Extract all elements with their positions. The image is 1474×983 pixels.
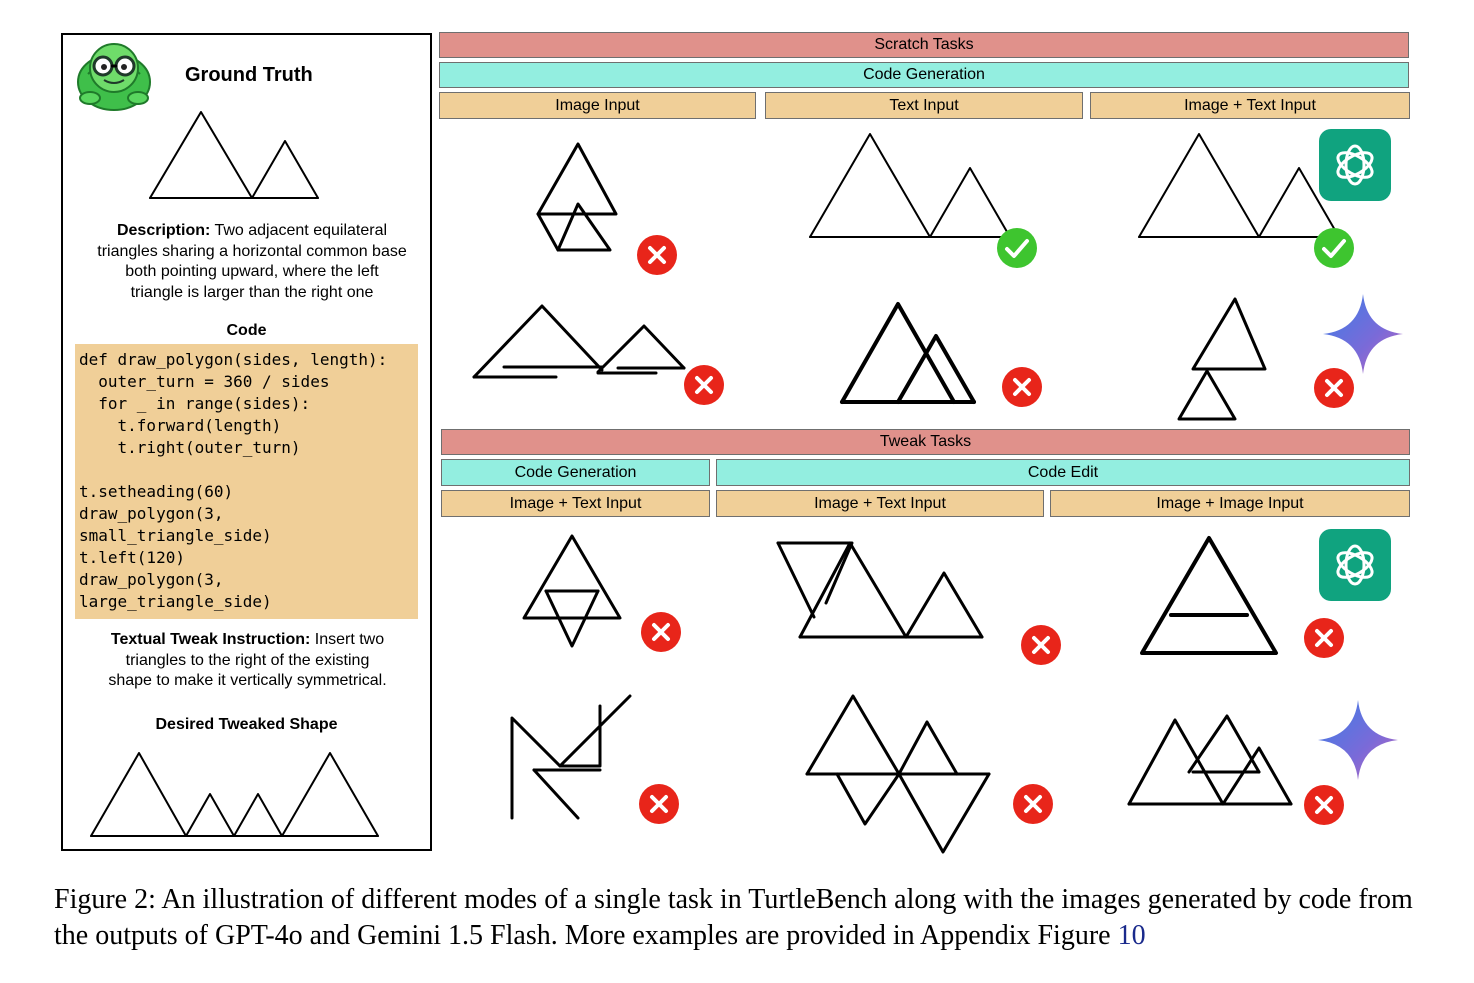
x-circle-icon	[1304, 785, 1344, 825]
turtle-logo-icon	[74, 38, 154, 114]
appendix-figure-link[interactable]: 10	[1118, 920, 1146, 951]
scratch-gpt-image-input-shape	[530, 140, 630, 260]
description-line: Two adjacent equilateral	[210, 222, 387, 239]
tweak-tasks-header: Tweak Tasks	[441, 429, 1410, 455]
tweak-column-image-text-input: Image + Text Input	[716, 490, 1044, 517]
code-line	[79, 459, 418, 481]
scratch-tasks-header: Scratch Tasks	[439, 32, 1409, 58]
x-circle-icon	[684, 365, 724, 405]
tweak-instruction-line: triangles to the right of the existing	[70, 651, 425, 672]
description-text: Description: Two adjacent equilateral tr…	[70, 221, 434, 303]
scratch-gemini-image-input-shape	[470, 302, 690, 382]
code-line: t.left(120)	[79, 547, 418, 569]
code-line: small_triangle_side)	[79, 525, 418, 547]
figure-caption: Figure 2: An illustration of different m…	[54, 882, 1434, 954]
code-line: t.forward(length)	[79, 415, 418, 437]
openai-logo-icon	[1319, 529, 1391, 601]
tweak-column-image-text-input: Image + Text Input	[441, 490, 710, 517]
code-line: for _ in range(sides):	[79, 393, 418, 415]
tweak-code-edit-header: Code Edit	[716, 459, 1410, 486]
gemini-sparkle-icon	[1318, 700, 1398, 780]
check-circle-icon	[1314, 228, 1354, 268]
tweak-gemini-codeedit-image-shape	[1123, 712, 1297, 810]
desired-shape-heading: Desired Tweaked Shape	[61, 716, 432, 734]
scratch-column-image-text-input: Image + Text Input	[1090, 92, 1410, 119]
openai-logo-icon	[1319, 129, 1391, 201]
code-line: outer_turn = 360 / sides	[79, 371, 418, 393]
desired-tweaked-shape	[86, 748, 386, 843]
scratch-gpt-text-input-shape	[806, 130, 1016, 242]
description-label: Description:	[117, 222, 210, 239]
code-line: t.setheading(60)	[79, 481, 418, 503]
code-line: draw_polygon(3,	[79, 503, 418, 525]
ground-truth-title: Ground Truth	[185, 64, 313, 87]
tweak-column-image-image-input: Image + Image Input	[1050, 490, 1410, 517]
tweak-gemini-codegen-shape	[506, 690, 638, 824]
tweak-gpt-codeedit-text-shape	[774, 537, 989, 645]
tweak-instruction-line: shape to make it vertically symmetrical.	[70, 671, 425, 692]
scratch-column-image-input: Image Input	[439, 92, 756, 119]
x-circle-icon	[1002, 367, 1042, 407]
tweak-instruction-text: Textual Tweak Instruction: Insert two tr…	[70, 630, 425, 692]
x-circle-icon	[1013, 784, 1053, 824]
code-block: def draw_polygon(sides, length): outer_t…	[75, 344, 418, 619]
scratch-gemini-image-text-input-shape	[1175, 295, 1280, 427]
check-circle-icon	[997, 228, 1037, 268]
caption-text: Figure 2: An illustration of different m…	[54, 884, 1413, 951]
tweak-code-generation-header: Code Generation	[441, 459, 710, 486]
scratch-column-text-input: Text Input	[765, 92, 1083, 119]
code-line: draw_polygon(3,	[79, 569, 418, 591]
description-line: both pointing upward, where the left	[70, 262, 434, 283]
code-line: t.right(outer_turn)	[79, 437, 418, 459]
scratch-gpt-image-text-input-shape	[1135, 130, 1345, 242]
tweak-gpt-codegen-shape	[520, 532, 624, 652]
x-circle-icon	[637, 235, 677, 275]
description-line: triangles sharing a horizontal common ba…	[70, 242, 434, 263]
tweak-gpt-codeedit-image-shape	[1136, 533, 1282, 659]
tweak-instruction-line: Insert two	[310, 631, 384, 648]
code-line: def draw_polygon(sides, length):	[79, 349, 418, 371]
x-circle-icon	[639, 784, 679, 824]
x-circle-icon	[1314, 368, 1354, 408]
scratch-gemini-text-input-shape	[836, 298, 981, 410]
ground-truth-shape	[145, 108, 325, 203]
tweak-gemini-codeedit-text-shape	[803, 692, 995, 856]
code-heading: Code	[61, 322, 432, 340]
x-circle-icon	[1021, 625, 1061, 665]
x-circle-icon	[641, 612, 681, 652]
tweak-instruction-label: Textual Tweak Instruction:	[111, 631, 310, 648]
x-circle-icon	[1304, 618, 1344, 658]
code-line: large_triangle_side)	[79, 591, 418, 613]
description-line: triangle is larger than the right one	[70, 283, 434, 304]
gemini-sparkle-icon	[1323, 294, 1403, 374]
scratch-code-generation-header: Code Generation	[439, 62, 1409, 88]
